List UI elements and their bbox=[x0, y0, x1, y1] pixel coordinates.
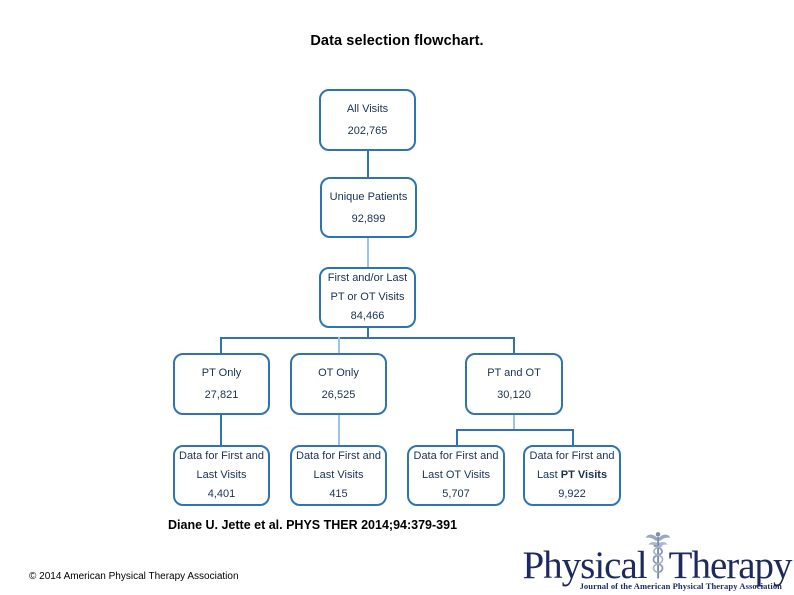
box-value: 92,899 bbox=[351, 212, 386, 225]
box-value: 9,922 bbox=[558, 488, 586, 500]
connector-branch-ptonly bbox=[220, 337, 222, 353]
box-label: Last Visits bbox=[313, 469, 364, 481]
flow-box-data-first-last-ot-visits: Data for First and Last OT Visits 5,707 bbox=[407, 445, 505, 506]
box-label: Unique Patients bbox=[329, 190, 408, 203]
caduceus-icon bbox=[644, 530, 672, 590]
box-label: PT and OT bbox=[487, 367, 541, 379]
box-label: Data for First and bbox=[296, 450, 381, 462]
box-label: Data for First and bbox=[179, 450, 264, 462]
physical-therapy-logo: Physical Therapy Journal of the American… bbox=[522, 526, 793, 591]
connector-allvisits-uniquepatients bbox=[367, 151, 369, 177]
logo-word-therapy: Therapy bbox=[668, 544, 793, 587]
box-value: 30,120 bbox=[497, 389, 531, 401]
flow-box-first-last-pt-ot: First and/or Last PT or OT Visits 84,466 bbox=[319, 267, 416, 328]
connector-branch-horizontal bbox=[220, 337, 515, 339]
box-value: 26,525 bbox=[321, 389, 356, 401]
box-label-normal: Last bbox=[536, 469, 561, 481]
box-label: Last Visits bbox=[196, 469, 247, 481]
flow-box-all-visits: All Visits 202,765 bbox=[319, 89, 416, 151]
box-value: 4,401 bbox=[207, 488, 236, 500]
flow-box-data-first-last-visits-pt: Data for First and Last Visits 4,401 bbox=[173, 445, 270, 506]
flow-box-ot-only: OT Only 26,525 bbox=[290, 353, 387, 415]
box-label-bold: PT Visits bbox=[560, 469, 608, 481]
connector-ptandot-subbranch bbox=[513, 415, 515, 430]
logo-word-physical: Physical bbox=[522, 544, 647, 587]
box-label: Last OT Visits bbox=[421, 469, 491, 481]
connector-branch-otonly bbox=[338, 337, 340, 353]
box-label: PT Only bbox=[201, 367, 242, 379]
citation-text: Diane U. Jette et al. PHYS THER 2014;94:… bbox=[168, 518, 458, 532]
logo-subtitle: Journal of the American Physical Therapy… bbox=[579, 581, 782, 591]
box-label: OT Only bbox=[318, 367, 359, 379]
box-value: 415 bbox=[329, 488, 348, 500]
connector-subbranch-horizontal bbox=[456, 429, 574, 431]
box-value: 27,821 bbox=[204, 389, 239, 401]
flow-box-data-first-last-pt-visits: Data for First and Last PT Visits 9,922 bbox=[523, 445, 621, 506]
connector-subbranch-ptvisits bbox=[572, 429, 574, 445]
flow-box-pt-only: PT Only 27,821 bbox=[173, 353, 270, 415]
connector-otonly-data bbox=[338, 415, 340, 445]
box-label: All Visits bbox=[346, 103, 389, 115]
box-value: 202,765 bbox=[347, 125, 388, 137]
box-label: First and/or Last bbox=[327, 272, 408, 284]
flow-box-unique-patients: Unique Patients 92,899 bbox=[320, 177, 417, 238]
logo-wordmark: Physical Therapy bbox=[522, 526, 793, 586]
box-value: 5,707 bbox=[442, 488, 470, 500]
connector-uniquepatients-firstlast bbox=[367, 238, 369, 267]
connector-firstlast-branch bbox=[367, 328, 369, 338]
box-label: Last PT Visits bbox=[537, 466, 607, 485]
flow-box-pt-and-ot: PT and OT 30,120 bbox=[465, 353, 563, 415]
copyright-text: © 2014 American Physical Therapy Associa… bbox=[29, 571, 239, 582]
connector-ptonly-data bbox=[220, 415, 222, 445]
box-label: PT or OT Visits bbox=[330, 291, 405, 303]
page-title: Data selection flowchart. bbox=[310, 33, 484, 49]
flow-box-data-first-last-visits-ot: Data for First and Last Visits 415 bbox=[290, 445, 387, 506]
box-label: Data for First and bbox=[529, 450, 615, 462]
box-value: 84,466 bbox=[350, 310, 385, 322]
box-label: Data for First and bbox=[413, 450, 499, 462]
connector-branch-ptandot bbox=[513, 337, 515, 353]
connector-subbranch-otvisits bbox=[456, 429, 458, 445]
